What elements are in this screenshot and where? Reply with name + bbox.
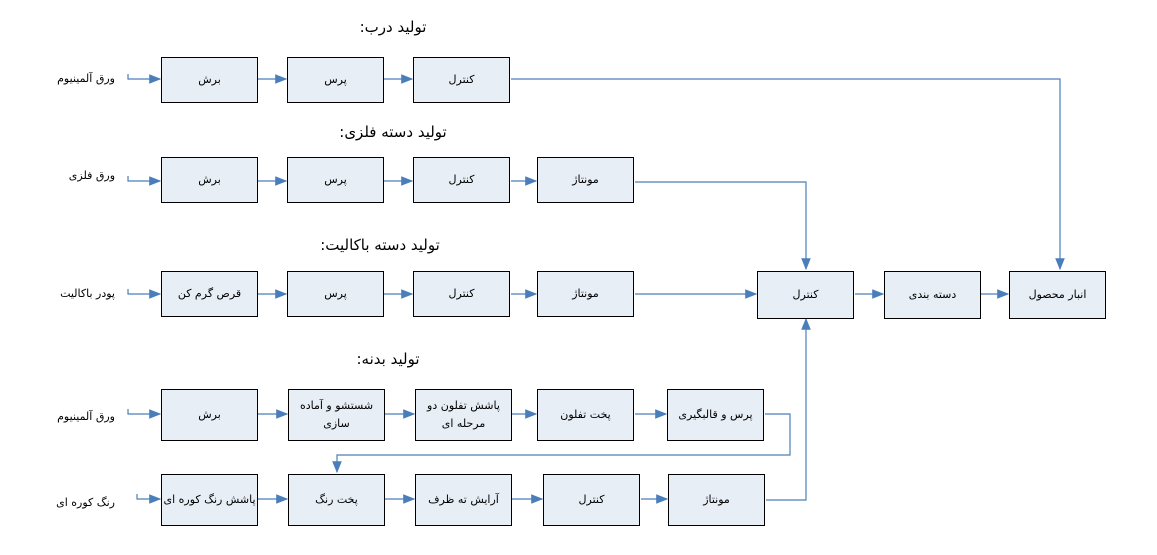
step-box: کنترل [543, 474, 640, 526]
step-box: مونتاژ [537, 271, 634, 317]
final-control-box: کنترل [757, 271, 854, 319]
input-label: ورق آلمینیوم [57, 72, 115, 85]
section-title-body: تولید بدنه: [356, 350, 420, 368]
step-box: قرص گرم کن [161, 271, 258, 317]
step-box: پرس و قالبگیری [667, 389, 764, 441]
step-box: پخت تفلون [537, 389, 634, 441]
step-box: پخت رنگ [288, 474, 385, 526]
step-box: برش [161, 57, 258, 103]
input-label: پودر باکالیت [60, 287, 115, 300]
step-box: کنترل [413, 57, 510, 103]
section-title-door: تولید درب: [359, 18, 427, 36]
step-box: کنترل [413, 157, 510, 203]
step-box: مونتاژ [668, 474, 765, 526]
section-title-bakelite-handle: تولید دسته باکالیت: [320, 236, 440, 254]
step-box: برش [161, 157, 258, 203]
input-label: رنگ کوره ای [56, 496, 115, 509]
step-box: آرایش ته ظرف [415, 474, 512, 526]
step-box: مونتاژ [537, 157, 634, 203]
step-box: پرس [287, 271, 384, 317]
step-box: پرس [287, 157, 384, 203]
step-box: کنترل [413, 271, 510, 317]
warehouse-box: انبار محصول [1009, 271, 1106, 319]
packaging-box: دسته بندی [884, 271, 981, 319]
step-box: پاشش رنگ کوره ای [161, 474, 258, 526]
input-label: ورق فلزی [68, 169, 115, 182]
step-box: شستشو و آماده سازی [288, 389, 385, 441]
step-box: پاشش تفلون دو مرحله ای [415, 389, 512, 441]
step-box: برش [161, 389, 258, 441]
section-title-metal-handle: تولید دسته فلزی: [339, 123, 447, 141]
input-label: ورق آلمینیوم [57, 410, 115, 423]
step-box: پرس [287, 57, 384, 103]
